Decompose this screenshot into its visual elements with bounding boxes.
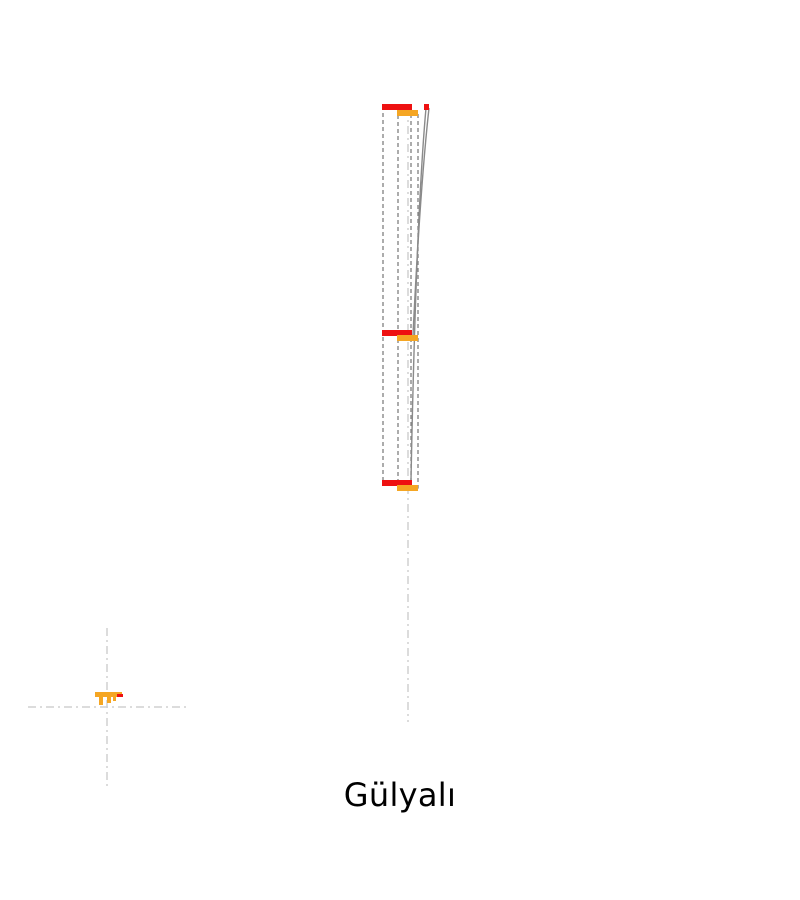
primary-bars — [382, 104, 429, 486]
middle-orange-bar — [397, 335, 418, 341]
secondary-bars — [397, 110, 418, 491]
outer-frame — [382, 106, 412, 484]
top-red-tick — [424, 104, 429, 110]
bottom-orange-bar — [397, 485, 418, 491]
crosshair-guides — [28, 108, 409, 790]
place-name-caption: Gülyalı — [343, 776, 457, 814]
top-red-bar — [382, 104, 412, 110]
location-marker-icon — [95, 692, 123, 705]
column-outlines — [382, 106, 419, 489]
top-orange-bar — [397, 110, 418, 116]
slant-connectors — [410, 107, 430, 481]
connector-line-a — [412, 107, 430, 336]
middle-red-bar — [382, 330, 412, 336]
bottom-red-bar — [382, 480, 412, 486]
connector-line-b — [410, 107, 427, 481]
